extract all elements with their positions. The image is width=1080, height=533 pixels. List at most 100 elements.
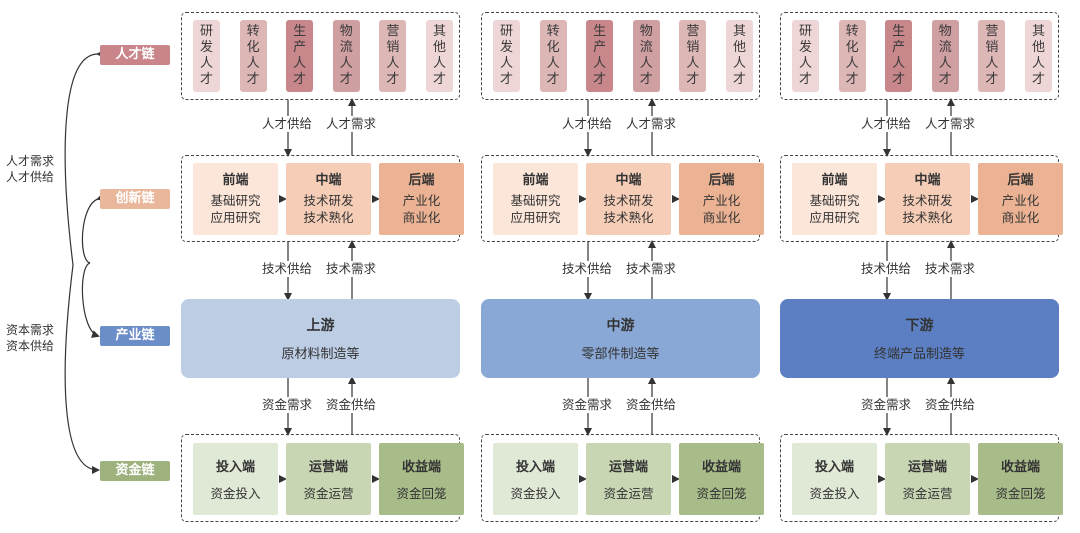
talent-char: 流 (938, 40, 952, 55)
talent-char: 人 (432, 56, 446, 71)
left-bracket-innovation (81, 193, 105, 338)
stage-title: 前端 (821, 173, 848, 188)
talent-char: 人 (639, 56, 653, 71)
stage-line: 技术熟化 (303, 210, 354, 225)
capital-stage: 投入端资金投入 (193, 443, 278, 515)
industry-desc: 零部件制造等 (581, 347, 660, 362)
talent-char: 人 (892, 56, 906, 71)
talent-char: 研 (199, 24, 213, 39)
talent-char: 生 (593, 24, 607, 39)
chain-label-innovation: 创新链 (100, 189, 170, 209)
side-label-capital: 资本需求 资本供给 (0, 322, 60, 354)
label-capital-demand: 资金需求 (560, 397, 615, 413)
talent-char: 营 (686, 24, 700, 39)
stage-line: 应用研究 (210, 210, 261, 225)
talent-char: 才 (339, 72, 353, 87)
talent-char: 才 (386, 72, 400, 87)
capital-desc: 资金回笼 (696, 486, 747, 501)
talent-char: 人 (293, 56, 307, 71)
talent-char: 人 (845, 56, 859, 71)
talent-char: 人 (938, 56, 952, 71)
talent-card: 其他人才 (426, 20, 453, 92)
label-tech-supply: 技术供给 (859, 261, 914, 277)
chain-label-capital: 资金链 (100, 461, 170, 481)
talent-char: 研 (798, 24, 812, 39)
talent-card: 营销人才 (679, 20, 707, 92)
talent-char: 其 (1031, 24, 1045, 39)
talent-card: 生产人才 (586, 20, 614, 92)
talent-char: 转 (546, 24, 560, 39)
talent-char: 才 (293, 72, 307, 87)
label-capital-supply: 资金供给 (923, 397, 978, 413)
talent-char: 销 (386, 40, 400, 55)
talent-char: 才 (639, 72, 653, 87)
talent-char: 物 (339, 24, 353, 39)
industry-box-1: 中游零部件制造等 (481, 299, 760, 378)
stage-line: 基础研究 (510, 193, 561, 208)
talent-char: 转 (845, 24, 859, 39)
side-label-talent: 人才需求 人才供给 (0, 153, 60, 185)
stage-line: 产业化 (1001, 193, 1040, 208)
stage-line: 基础研究 (210, 193, 261, 208)
label-talent-supply: 人才供给 (560, 116, 615, 132)
label-talent-demand: 人才需求 (324, 116, 379, 132)
label-capital-supply: 资金供给 (624, 397, 679, 413)
talent-card: 转化人才 (539, 20, 567, 92)
talent-char: 他 (1031, 40, 1045, 55)
innovation-stage: 后端产业化商业化 (379, 163, 464, 235)
stage-line: 应用研究 (510, 210, 561, 225)
stage-line: 商业化 (702, 210, 741, 225)
capital-stage: 投入端资金投入 (792, 443, 877, 515)
label-capital-supply: 资金供给 (324, 397, 379, 413)
talent-card: 研发人才 (493, 20, 520, 92)
stage-title: 后端 (408, 173, 435, 188)
capital-title: 投入端 (515, 460, 555, 475)
talent-char: 才 (199, 72, 213, 87)
talent-card: 研发人才 (193, 20, 220, 92)
talent-char: 化 (845, 40, 859, 55)
capital-title: 运营端 (608, 460, 648, 475)
industry-desc: 终端产品制造等 (873, 347, 965, 362)
industry-title: 中游 (606, 318, 635, 334)
capital-stage: 收益端资金回笼 (978, 443, 1063, 515)
stage-line: 产业化 (402, 193, 441, 208)
label-talent-supply: 人才供给 (260, 116, 315, 132)
label-capital-demand: 资金需求 (260, 397, 315, 413)
label-talent-demand: 人才需求 (624, 116, 679, 132)
industry-title: 下游 (905, 318, 934, 334)
talent-char: 才 (892, 72, 906, 87)
talent-char: 人 (985, 56, 999, 71)
innovation-stage: 后端产业化商业化 (978, 163, 1063, 235)
talent-card: 其他人才 (1025, 20, 1052, 92)
capital-desc: 资金运营 (303, 486, 354, 501)
stage-line: 技术研发 (902, 193, 953, 208)
talent-char: 才 (593, 72, 607, 87)
talent-char: 人 (546, 56, 560, 71)
talent-char: 才 (686, 72, 700, 87)
talent-char: 生 (293, 24, 307, 39)
talent-card: 转化人才 (838, 20, 866, 92)
talent-char: 产 (293, 40, 307, 55)
stage-line: 技术研发 (603, 193, 654, 208)
talent-char: 转 (246, 24, 260, 39)
capital-desc: 资金投入 (809, 486, 860, 501)
stage-line: 应用研究 (809, 210, 860, 225)
label-tech-demand: 技术需求 (624, 261, 679, 277)
talent-char: 他 (432, 40, 446, 55)
talent-char: 其 (432, 24, 446, 39)
talent-char: 才 (985, 72, 999, 87)
capital-title: 投入端 (215, 460, 255, 475)
capital-desc: 资金运营 (902, 486, 953, 501)
talent-char: 营 (985, 24, 999, 39)
talent-char: 才 (938, 72, 952, 87)
chain-label-talent: 人才链 (100, 45, 170, 65)
stage-line: 基础研究 (809, 193, 860, 208)
label-capital-demand: 资金需求 (859, 397, 914, 413)
label-tech-supply: 技术供给 (560, 261, 615, 277)
talent-char: 发 (199, 40, 213, 55)
left-bracket-talent (64, 49, 105, 474)
innovation-stage: 前端基础研究应用研究 (193, 163, 278, 235)
talent-char: 人 (499, 56, 513, 71)
talent-box-1 (481, 12, 760, 100)
